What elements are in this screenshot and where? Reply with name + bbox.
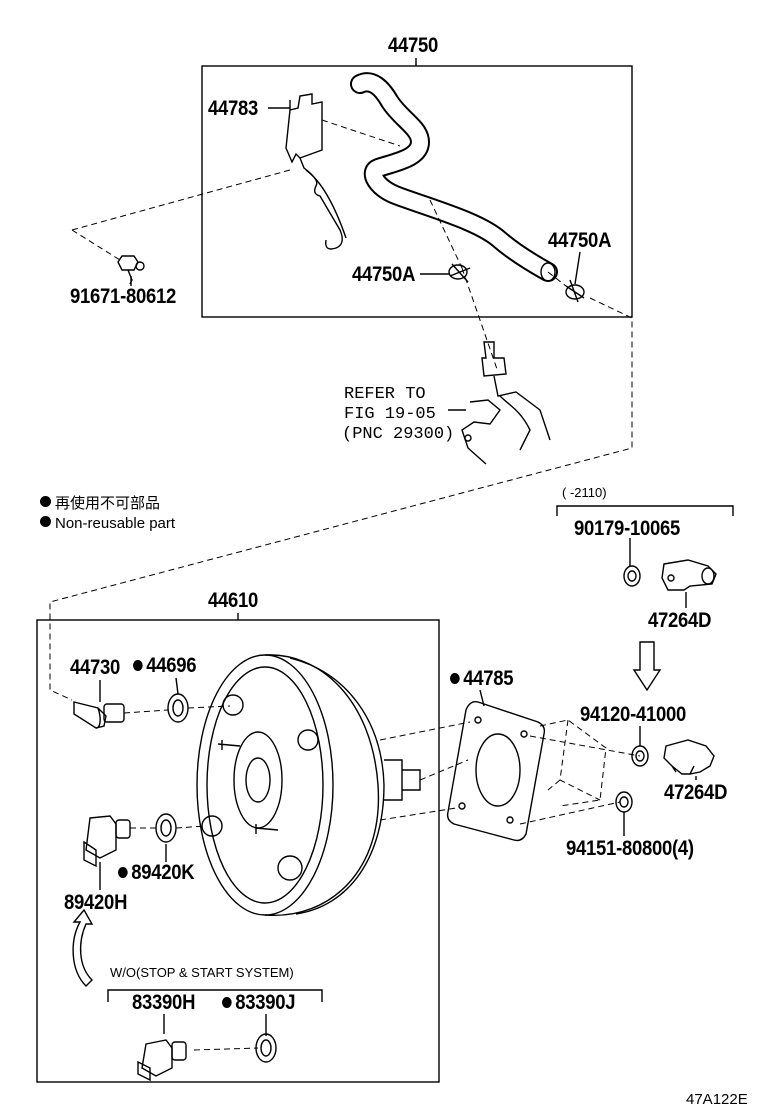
- label-44785-text: 44785: [463, 667, 514, 690]
- curved-arrow-up-icon: [72, 908, 94, 987]
- switch-oring-icon: [255, 1033, 277, 1063]
- clamp-right-icon: [565, 279, 585, 303]
- label-90179-10065: 90179-10065: [574, 517, 681, 540]
- bracket-47264d-lower-icon: [663, 739, 715, 775]
- date-range-note: ( -2110): [562, 485, 607, 500]
- label-83390j: 83390J: [222, 991, 296, 1014]
- refer-line-2: FIG 19-05: [344, 405, 436, 424]
- label-94151-80800: 94151-80800(4): [566, 837, 694, 860]
- label-44750: 44750: [388, 34, 439, 57]
- vacuum-hose-group-box: [201, 65, 633, 318]
- vacuum-hose-icon: [350, 72, 558, 282]
- label-89420k: 89420K: [118, 861, 195, 884]
- filled-circle-icon: [118, 867, 128, 878]
- label-89420h: 89420H: [64, 891, 128, 914]
- brake-pedal-fitting-icon: [461, 341, 551, 465]
- figure-code: 47A122E: [686, 1091, 748, 1108]
- filled-circle-icon: [450, 673, 460, 684]
- legend-en: Non-reusable part: [40, 516, 175, 531]
- hollow-arrow-down-icon: [632, 641, 662, 692]
- bracket-47264d-upper-icon: [661, 559, 717, 591]
- filled-circle-icon: [133, 660, 143, 671]
- legend-en-text: Non-reusable part: [55, 515, 176, 532]
- label-47264d-upper: 47264D: [648, 609, 712, 632]
- label-83390j-text: 83390J: [235, 991, 296, 1014]
- pressure-sensor-icon: [83, 815, 131, 868]
- filled-circle-icon: [40, 496, 51, 507]
- label-44750a-left: 44750A: [352, 263, 416, 286]
- refer-line-1: REFER TO: [344, 385, 426, 404]
- label-44696: 44696: [133, 654, 197, 677]
- sensor-oring-icon: [155, 813, 177, 843]
- label-44610: 44610: [208, 589, 259, 612]
- label-47264d-lower: 47264D: [664, 781, 728, 804]
- filled-circle-icon: [40, 516, 51, 527]
- wo-system-note: W/O(STOP & START SYSTEM): [110, 965, 294, 980]
- bracket-44783-icon: [285, 93, 347, 250]
- grommet-icon: [167, 693, 189, 723]
- brake-booster-icon: [196, 654, 421, 916]
- nut-90179-icon: [623, 565, 641, 587]
- nut-94120-icon: [631, 745, 649, 767]
- legend-jp-text: 再使用不可部品: [55, 495, 161, 512]
- label-44785: 44785: [450, 667, 514, 690]
- label-44750a-right: 44750A: [548, 229, 612, 252]
- label-83390h: 83390H: [132, 991, 196, 1014]
- gasket-icon: [446, 700, 546, 842]
- switch-83390h-icon: [137, 1039, 187, 1082]
- label-44696-text: 44696: [146, 654, 197, 677]
- check-valve-icon: [73, 701, 125, 729]
- clamp-left-icon: [448, 263, 471, 283]
- refer-line-3: (PNC 29300): [342, 425, 455, 444]
- filled-circle-icon: [222, 997, 232, 1008]
- legend-jp: 再使用不可部品: [40, 496, 160, 511]
- label-89420k-text: 89420K: [131, 861, 195, 884]
- label-91671-80612: 91671-80612: [70, 285, 177, 308]
- label-94120-41000: 94120-41000: [580, 703, 687, 726]
- label-44730: 44730: [70, 656, 121, 679]
- label-44783: 44783: [208, 97, 259, 120]
